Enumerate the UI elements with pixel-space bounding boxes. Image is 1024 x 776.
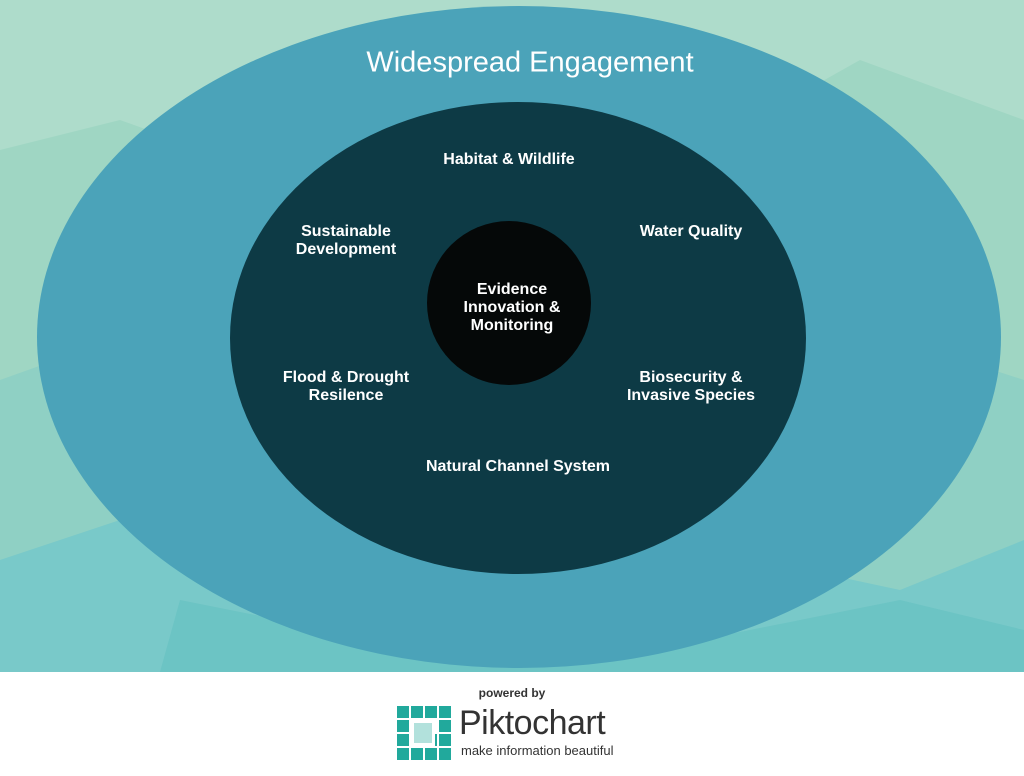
diagram-canvas: Widespread Engagement Evidence Innovatio… <box>0 0 1024 672</box>
footer: powered by Piktochart make informa <box>0 672 1024 776</box>
diagram-graphic <box>0 6 1024 672</box>
powered-by-text: powered by <box>478 686 546 700</box>
ring-item-flood-drought: Flood & Drought Resilence <box>282 369 410 404</box>
brand-tagline: make information beautiful <box>461 743 614 758</box>
brand-name: Piktochart <box>459 704 606 742</box>
ring-item-biosecurity: Biosecurity & Invasive Species <box>626 369 756 404</box>
piktochart-logo-icon <box>397 706 451 760</box>
ring-item-sustainable-development: Sustainable Development <box>295 223 397 258</box>
ring-item-habitat-wildlife: Habitat & Wildlife <box>443 151 575 168</box>
brand-link[interactable]: Piktochart make information beautiful <box>397 704 637 762</box>
ring-item-water-quality: Water Quality <box>639 223 743 240</box>
core-label: Evidence Innovation & Monitoring <box>463 281 561 334</box>
core-circle <box>427 221 591 385</box>
ring-item-natural-channel-system: Natural Channel System <box>425 458 611 475</box>
outer-ring-title: Widespread Engagement <box>366 46 694 79</box>
